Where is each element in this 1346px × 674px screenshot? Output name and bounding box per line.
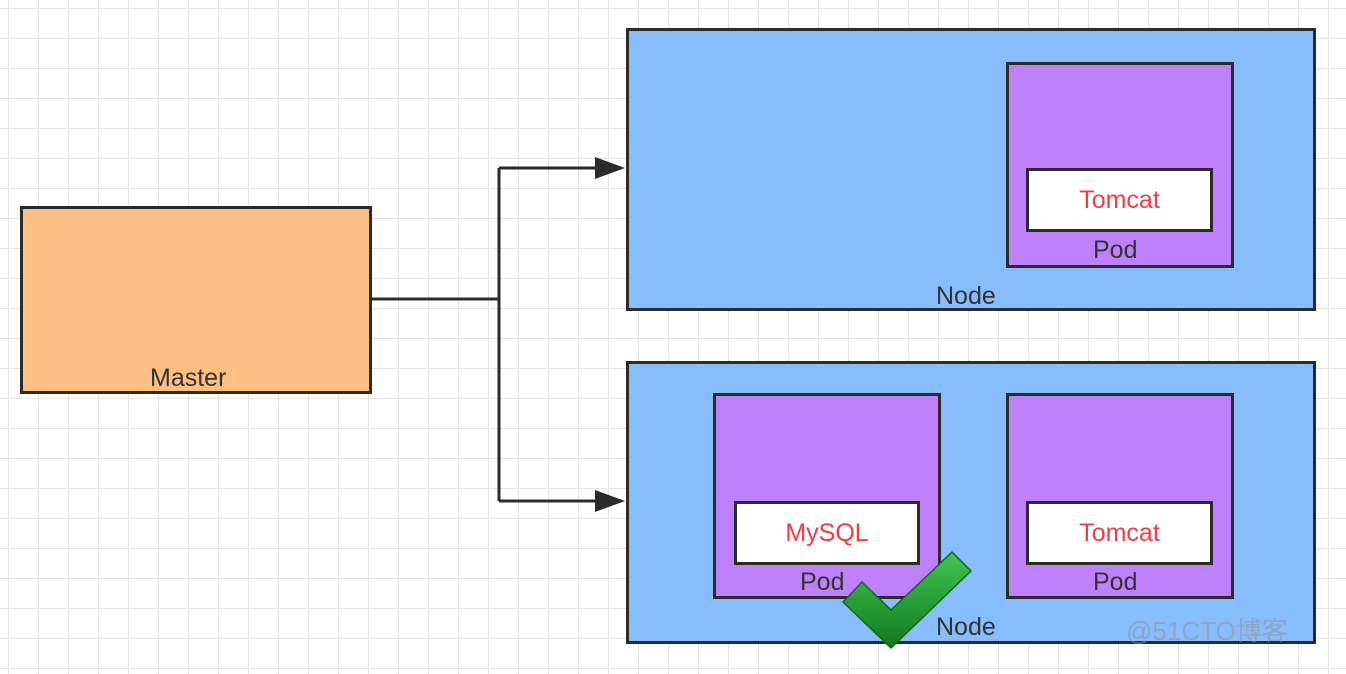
- container-label: MySQL: [785, 518, 869, 547]
- pod-label-bottom-tomcat: Pod: [1093, 568, 1138, 596]
- arrowhead-bottom-icon: [595, 490, 625, 512]
- node-label-bottom: Node: [936, 613, 996, 641]
- container-label: Tomcat: [1079, 518, 1160, 547]
- pod-box-top-tomcat: [1006, 62, 1234, 268]
- master-box: [20, 206, 372, 394]
- master-label: Master: [150, 364, 227, 392]
- container-bottom-tomcat: Tomcat: [1026, 501, 1213, 565]
- pod-label-bottom-mysql: Pod: [800, 568, 845, 596]
- arrowhead-top-icon: [595, 157, 625, 179]
- container-bottom-mysql: MySQL: [734, 501, 920, 565]
- container-label: Tomcat: [1079, 185, 1160, 214]
- node-label-top: Node: [936, 282, 996, 310]
- pod-label-top-tomcat: Pod: [1093, 236, 1138, 264]
- watermark: @51CTO博客: [1126, 616, 1288, 646]
- container-top-tomcat: Tomcat: [1026, 168, 1213, 232]
